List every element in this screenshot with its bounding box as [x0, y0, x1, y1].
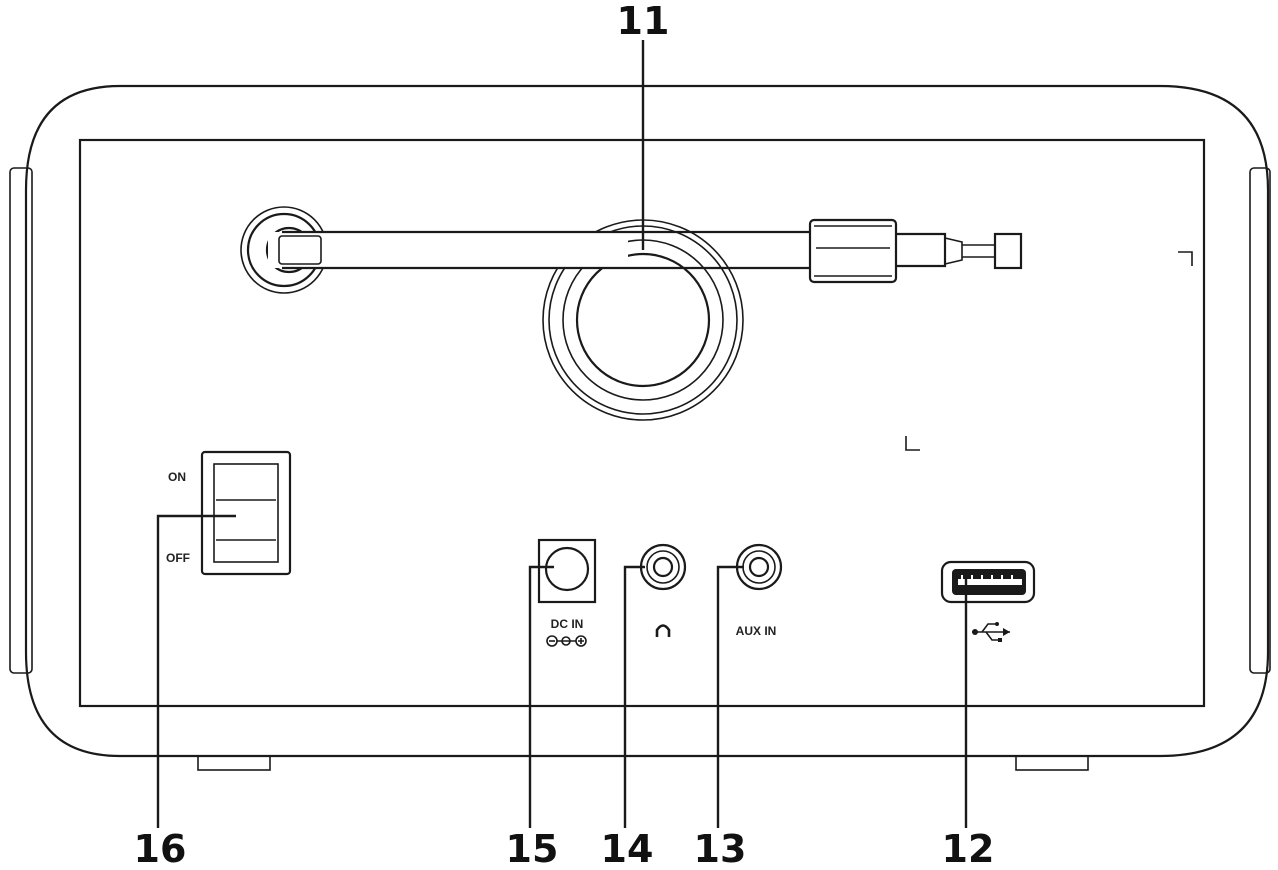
- callout-12: 12: [942, 827, 995, 870]
- callout-16: 16: [134, 827, 187, 870]
- right-foot: [1015, 755, 1089, 771]
- aux-in-label: AUX IN: [736, 624, 777, 638]
- dc-in-label: DC IN: [551, 617, 584, 631]
- telescopic-antenna[interactable]: [240, 206, 1023, 294]
- leader-line-13: [716, 565, 744, 828]
- usb-port[interactable]: [940, 560, 1036, 604]
- power-switch[interactable]: [200, 450, 292, 576]
- radio-body: [9, 84, 1271, 771]
- right-side-grip: [1249, 167, 1271, 674]
- dc-in-jack[interactable]: [537, 538, 597, 604]
- switch-on-label: ON: [168, 470, 186, 484]
- usb-icon: [972, 622, 1010, 642]
- left-side-grip: [9, 167, 33, 674]
- left-foot: [197, 755, 271, 771]
- leader-line-16: [156, 514, 236, 828]
- corner-mark-top-right: [1178, 251, 1193, 266]
- leader-line-14: [623, 565, 645, 828]
- headphone-icon: [655, 624, 671, 637]
- leader-line-15: [528, 565, 554, 828]
- callout-15: 15: [506, 827, 559, 870]
- callout-13: 13: [694, 827, 747, 870]
- switch-off-label: OFF: [166, 551, 190, 565]
- dc-polarity-icon: [546, 635, 587, 647]
- corner-mark-bottom-left: [905, 436, 920, 451]
- headphone-jack[interactable]: [639, 543, 687, 591]
- callout-14: 14: [601, 827, 654, 870]
- callout-11: 11: [617, 0, 670, 43]
